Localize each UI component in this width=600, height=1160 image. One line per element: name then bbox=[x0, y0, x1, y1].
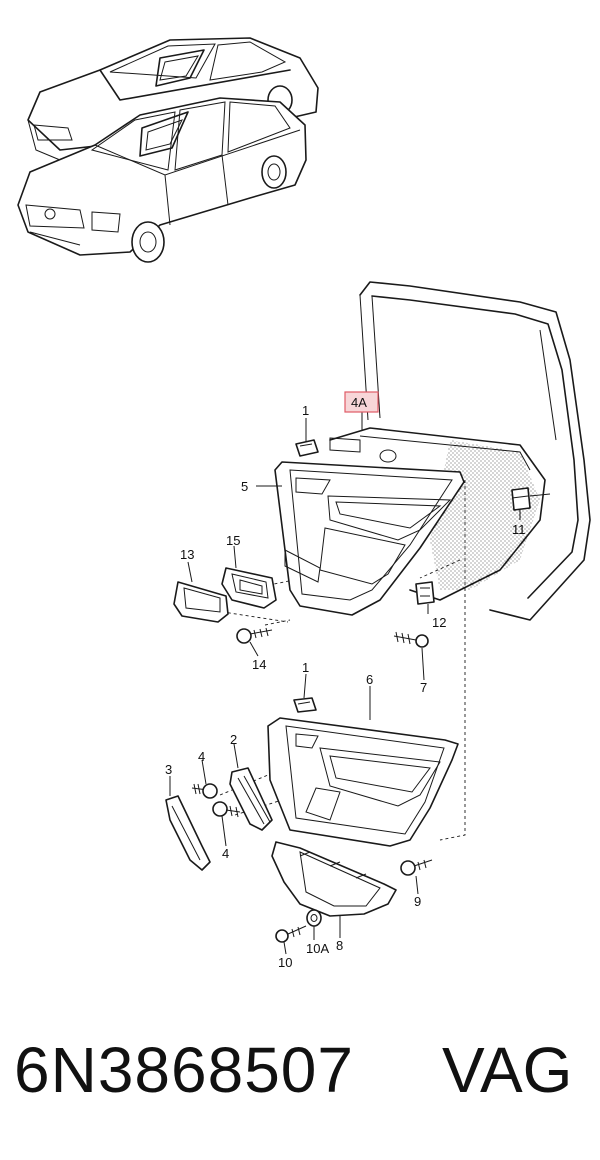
exploded-parts-diagram: 4A 1 5 11 13 15 12 14 7 1 6 2 3 4 4 9 10… bbox=[17, 37, 591, 970]
part-8-door-pocket bbox=[271, 841, 397, 917]
callout-13: 13 bbox=[180, 547, 194, 562]
part-4-screw-upper bbox=[191, 783, 218, 799]
part-number: 6N3868507 bbox=[14, 1034, 354, 1106]
callout-15: 15 bbox=[226, 533, 240, 548]
part-14-screw bbox=[236, 627, 273, 644]
callout-2: 2 bbox=[230, 732, 237, 747]
callout-1-upper: 1 bbox=[302, 403, 309, 418]
callout-8: 8 bbox=[336, 938, 343, 953]
callout-5: 5 bbox=[241, 479, 248, 494]
callout-12: 12 bbox=[432, 615, 446, 630]
callout-9: 9 bbox=[414, 894, 421, 909]
callout-11: 11 bbox=[512, 522, 526, 537]
part-2-grab-handle bbox=[229, 767, 273, 831]
part-11-bracket bbox=[511, 487, 551, 511]
part-7-screw bbox=[393, 631, 429, 648]
callout-6: 6 bbox=[366, 672, 373, 687]
highlight-box-4a bbox=[344, 391, 379, 413]
callout-10: 10 bbox=[278, 955, 292, 970]
door-trim-panel-upper bbox=[274, 461, 465, 616]
part-3-trim-strip bbox=[165, 795, 211, 871]
part-10-screw bbox=[275, 925, 307, 943]
callout-1-lower: 1 bbox=[302, 660, 309, 675]
clip-part-1-lower bbox=[293, 697, 317, 713]
callout-labels: 4A 1 5 11 13 15 12 14 7 1 6 2 3 4 4 9 10… bbox=[165, 391, 526, 970]
part-15-handle-bezel bbox=[221, 567, 277, 609]
part-9-screw bbox=[400, 859, 433, 876]
part-4-screw-lower bbox=[212, 801, 241, 818]
callout-4a: 4A bbox=[351, 395, 367, 410]
callout-7: 7 bbox=[420, 680, 427, 695]
callout-4-lower: 4 bbox=[222, 846, 229, 861]
footer: 6N3868507 VAG bbox=[0, 1020, 600, 1120]
part-10a-washer bbox=[306, 909, 322, 927]
door-trim-panel-lower bbox=[267, 717, 459, 847]
callout-3: 3 bbox=[165, 762, 172, 777]
car-illustration-sedan bbox=[17, 97, 307, 263]
leader-lines bbox=[169, 412, 521, 955]
callout-14: 14 bbox=[252, 657, 266, 672]
callout-4-upper: 4 bbox=[198, 749, 205, 764]
clip-part-1-upper bbox=[295, 439, 319, 457]
callout-10a: 10A bbox=[306, 941, 329, 956]
part-12-clip bbox=[415, 581, 435, 605]
part-13-handle-cover bbox=[173, 581, 229, 623]
brand-name: VAG bbox=[442, 1034, 573, 1106]
